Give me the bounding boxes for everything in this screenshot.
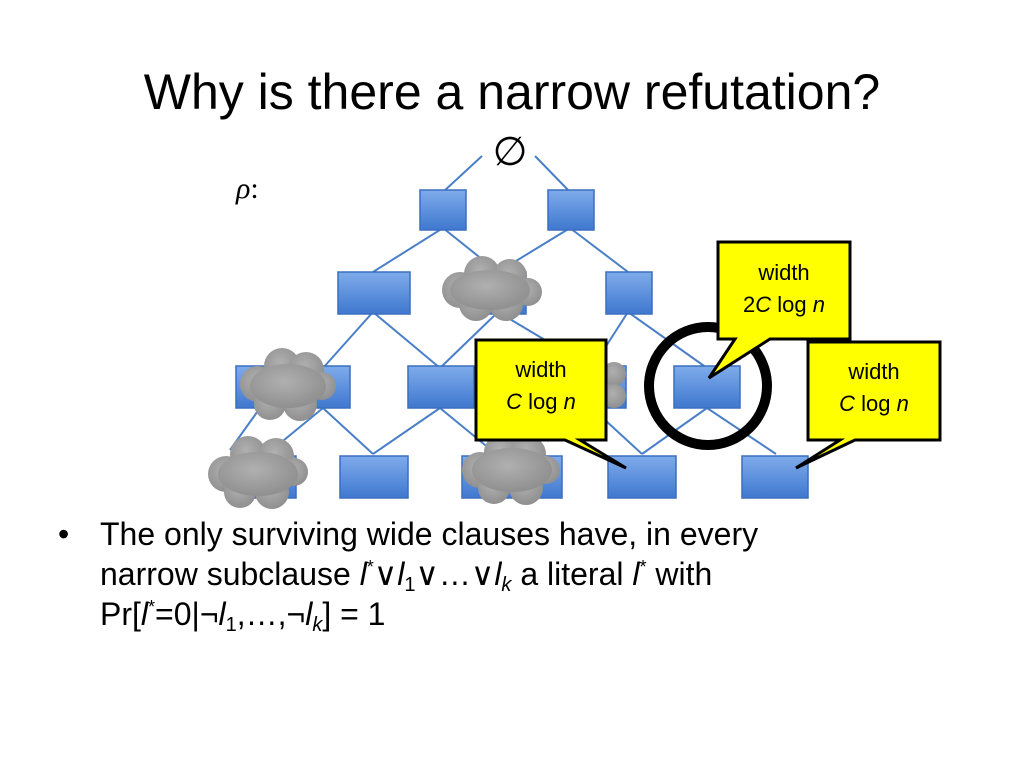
callout-right-text: width C log n (808, 356, 940, 420)
callout-left (474, 338, 627, 470)
callout-right-width: width (848, 359, 900, 384)
cloud-2 (240, 348, 336, 421)
clause-box (741, 455, 809, 499)
callout-shapes (474, 240, 942, 470)
callout-top-value: 2C log n (743, 292, 825, 317)
rho-symbol: ρ (236, 172, 251, 205)
bullet-line-2: narrow subclause l*∨l1∨…∨lk a literal l*… (100, 556, 713, 596)
bullet-line-1: The only surviving wide clauses have, in… (100, 516, 759, 552)
clause-box (673, 365, 741, 409)
callout-left-width: width (515, 357, 567, 382)
cloud-4 (462, 434, 560, 505)
cloud-1 (442, 256, 542, 321)
clause-box (337, 271, 411, 315)
bullet-dot: • (58, 516, 70, 552)
root-empty-clause: ∅ (492, 130, 528, 174)
rho-colon: : (250, 172, 259, 205)
bullet-line-3: Pr[l*=0|¬l1,…,¬lk] = 1 (100, 596, 386, 636)
clause-box (547, 189, 595, 231)
clause-box (419, 189, 467, 231)
callout-top-text: width 2C log n (718, 257, 850, 321)
cloud-3 (208, 436, 308, 509)
highlight-circle (644, 322, 772, 450)
callout-right (795, 340, 942, 470)
callout-left-text: width C log n (476, 354, 606, 418)
callout-top-width: width (758, 260, 810, 285)
callout-top (707, 240, 852, 380)
callout-right-value: C log n (839, 391, 909, 416)
restriction-label: ρ: (236, 171, 259, 207)
clause-box (339, 455, 409, 499)
slide-title: Why is there a narrow refutation? (143, 64, 881, 120)
callout-left-value: C log n (506, 389, 576, 414)
bullet-text: The only surviving wide clauses have, in… (100, 514, 1000, 636)
clause-box (605, 271, 653, 315)
clause-box (407, 365, 475, 409)
